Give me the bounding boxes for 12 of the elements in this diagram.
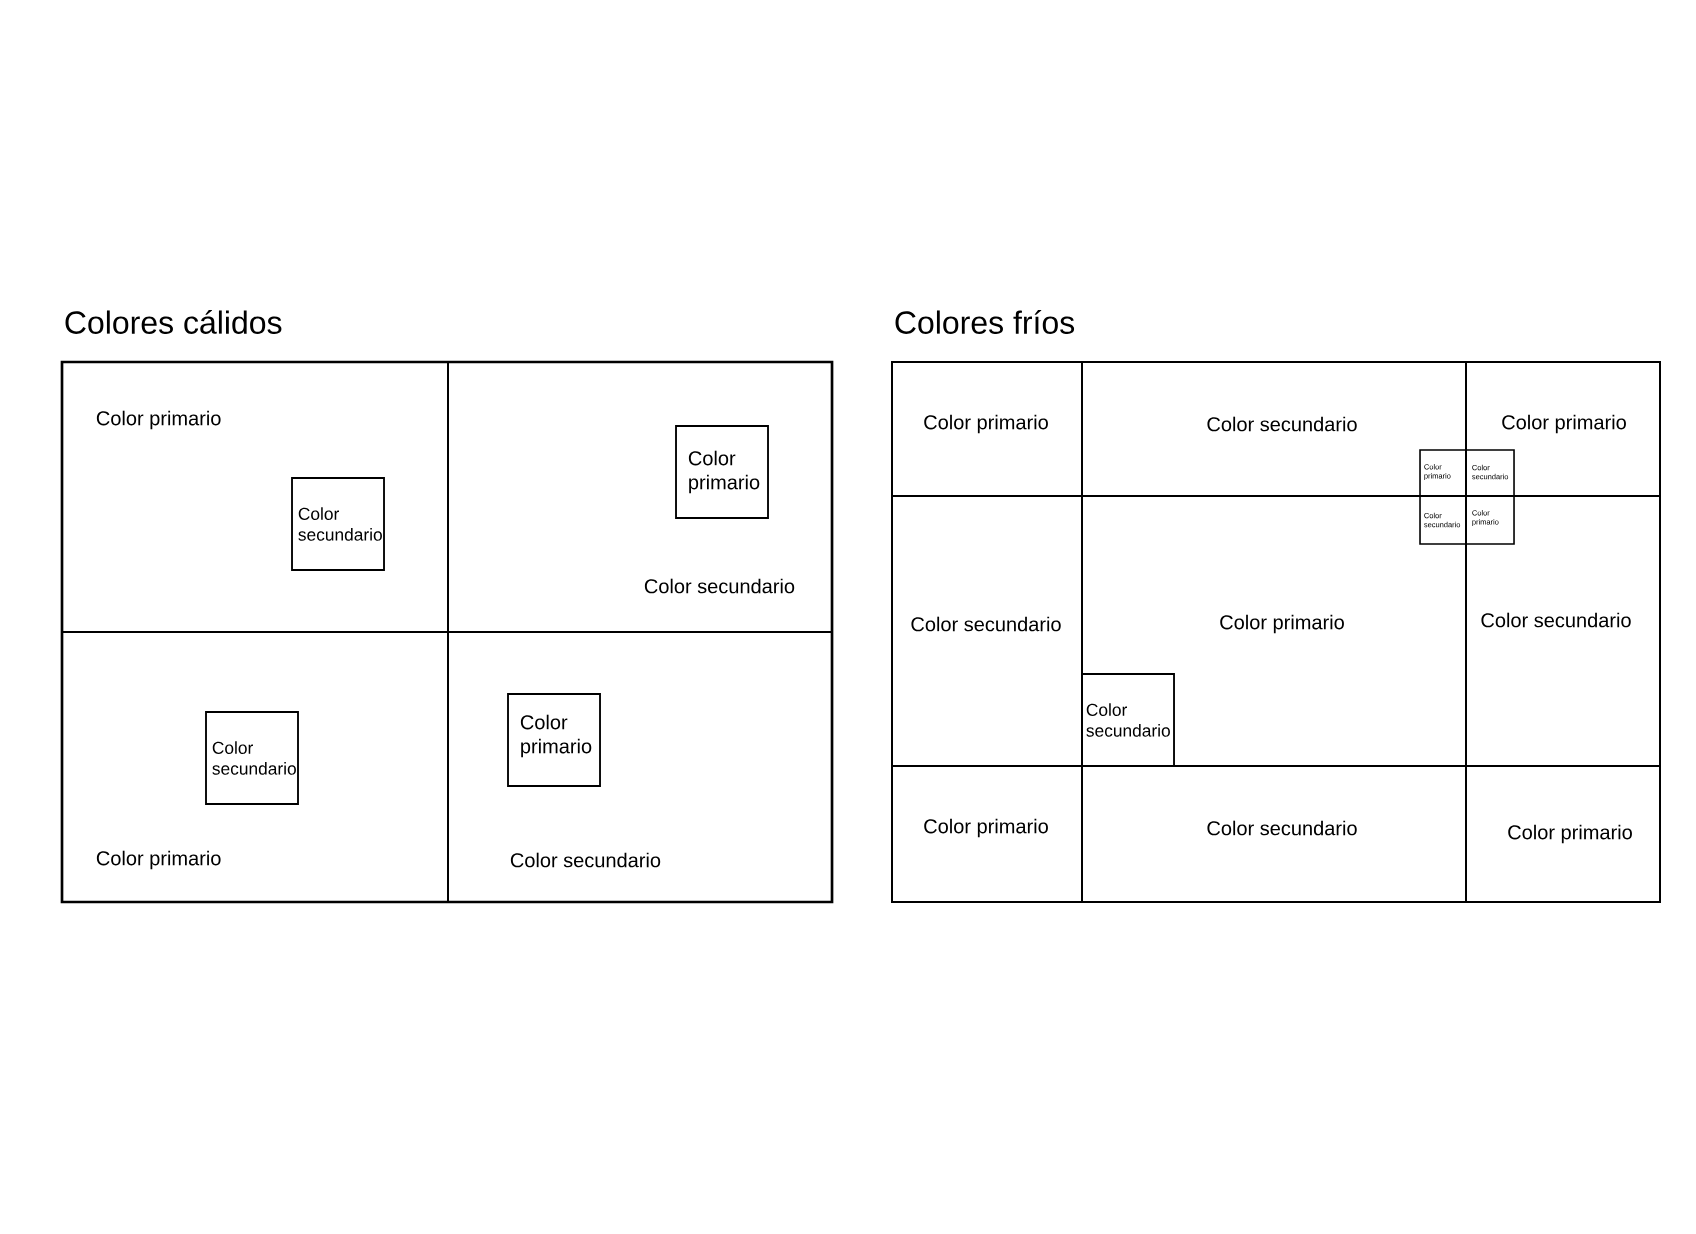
node-label: Colores fríos — [895, 310, 1075, 334]
square-box: Color secundario — [291, 477, 385, 571]
node-label: Colores cálidos — [65, 310, 282, 334]
grid-cell: Color secundario — [1081, 765, 1467, 903]
grid-cell: Color secundario — [891, 495, 1083, 767]
square-box: Color primario — [507, 693, 601, 787]
grid-cell: Color primario — [1465, 765, 1661, 903]
grid-cell: Color primario — [891, 765, 1083, 903]
square-box: Color secundario — [205, 711, 299, 805]
grid-cell: Color primario — [891, 361, 1083, 497]
square-box: Color secundario — [1081, 673, 1175, 767]
square-box: Color primario — [675, 425, 769, 519]
